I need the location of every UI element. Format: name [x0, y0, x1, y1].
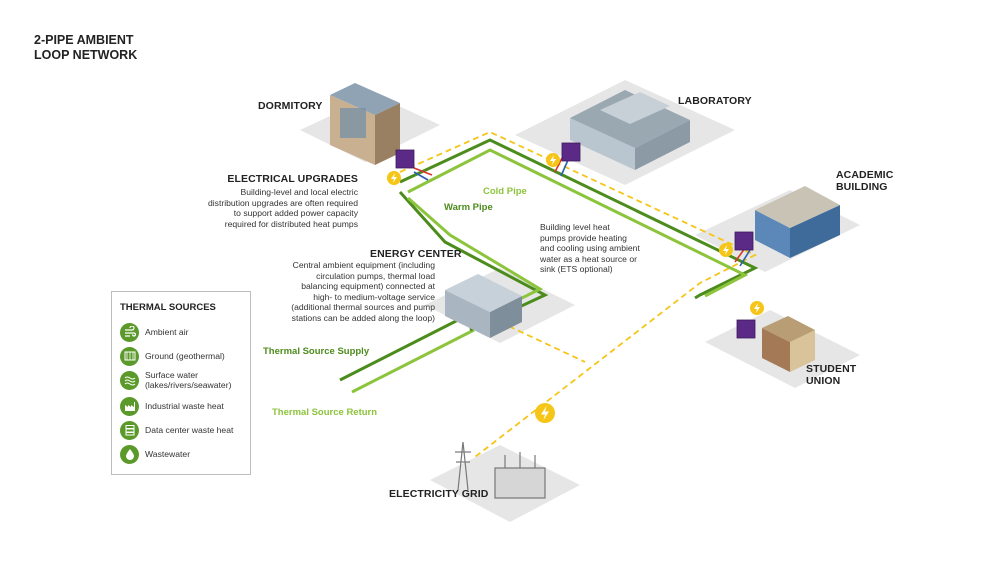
droplet-icon — [120, 444, 139, 464]
legend-label: Ambient air — [145, 327, 188, 337]
transmission-tower — [457, 441, 469, 491]
cold-pipe — [407, 148, 749, 298]
desc-line: required for distributed heat pumps — [224, 218, 358, 229]
desc-line: to support added power capacity — [233, 208, 358, 219]
electric-main-line — [399, 131, 758, 458]
dormitory-label: DORMITORY — [258, 100, 323, 112]
thermal-source-supply-label: Thermal Source Supply — [263, 346, 370, 357]
legend-label: Industrial waste heat — [145, 401, 224, 411]
legend-item: Industrial waste heat — [120, 396, 224, 416]
dorm-red-line — [413, 167, 433, 176]
title-line: 2-PIPE AMBIENT — [34, 33, 134, 47]
legend-label-line: Industrial waste heat — [145, 401, 224, 411]
desc-line: and cooling using ambient — [540, 243, 640, 254]
thermal-sources-legend: THERMAL SOURCES Ambient air Ground (geot… — [111, 291, 251, 475]
cold-pipe-label: Cold Pipe — [483, 186, 527, 197]
legend-label-line: Data center waste heat — [145, 425, 234, 435]
desc-line: Central ambient equipment (including — [292, 260, 435, 270]
legend-item: Wastewater — [120, 444, 190, 464]
electrical-lines — [399, 131, 758, 458]
dormitory-building — [330, 83, 400, 165]
lightning-icon — [750, 301, 764, 315]
desc-line: circulation pumps, thermal load — [316, 270, 435, 281]
label-line: STUDENT — [806, 363, 857, 375]
label-line: UNION — [806, 375, 841, 387]
academic-building-label: ACADEMIC BUILDING — [836, 169, 893, 193]
warm-pipe-label: Warm Pipe — [444, 202, 493, 213]
lightning-icon — [546, 153, 560, 167]
heat-pump-dormitory — [395, 149, 415, 169]
desc-line: high- to medium-voltage service — [313, 291, 435, 302]
thermal-supply-pipe — [339, 316, 463, 382]
legend-item: Surface water (lakes/rivers/seawater) — [120, 370, 231, 390]
dorm-blue-line — [413, 171, 429, 181]
lightning-icon — [535, 403, 555, 423]
legend-label-line: (lakes/rivers/seawater) — [145, 380, 232, 390]
ground-icon — [120, 346, 139, 366]
legend-item: Ground (geothermal) — [120, 346, 225, 366]
lab-red-line — [554, 157, 563, 173]
lab-blue-line — [560, 159, 569, 177]
legend-label-line: Ground (geothermal) — [145, 351, 225, 361]
label-line: ACADEMIC — [836, 169, 894, 181]
desc-line: stations can be added along the loop) — [291, 312, 435, 323]
wind-icon — [120, 322, 139, 342]
legend-label-line: Surface water — [145, 370, 199, 380]
electrical-upgrades-heading: ELECTRICAL UPGRADES — [227, 173, 358, 185]
label-line: BUILDING — [836, 181, 888, 193]
energy-center-label: ENERGY CENTER — [370, 248, 462, 260]
legend-label: Wastewater — [145, 449, 190, 459]
desc-line: pumps provide heating — [540, 232, 627, 243]
heat-pump-description: Building level heat pumps provide heatin… — [540, 222, 640, 275]
electrical-upgrades-text: Building-level and local electric distri… — [208, 187, 358, 229]
legend-label: Ground (geothermal) — [145, 351, 225, 361]
legend-label: Surface water (lakes/rivers/seawater) — [145, 370, 231, 390]
desc-line: distribution upgrades are often required — [207, 197, 358, 208]
desc-line: sink (ETS optional) — [540, 264, 613, 275]
electrical-upgrades-callout: ELECTRICAL UPGRADES Building-level and l… — [208, 173, 358, 229]
factory-icon — [120, 396, 139, 416]
electric-badges — [387, 153, 764, 423]
water-wave-icon — [120, 370, 139, 390]
substation — [494, 467, 546, 499]
electricity-grid-structure — [455, 441, 546, 499]
electric-ec-branch — [499, 321, 586, 363]
desc-line: Building-level and local electric — [240, 187, 358, 197]
desc-line: (additional thermal sources and pump — [291, 302, 435, 313]
server-icon — [120, 420, 139, 440]
electricity-grid-label: ELECTRICITY GRID — [389, 488, 489, 500]
energy-center-description: Central ambient equipment (including cir… — [291, 260, 435, 324]
student-union-label: STUDENT UNION — [806, 363, 856, 387]
desc-line: Building level heat — [540, 222, 610, 232]
heat-pump-student-union — [736, 319, 756, 339]
academic-building — [755, 186, 840, 258]
energy-center-building — [445, 274, 522, 338]
heat-pump-academic — [734, 231, 754, 251]
lightning-icon — [719, 243, 733, 257]
warm-pipe — [399, 138, 759, 300]
desc-line: water as a heat source or — [540, 253, 637, 264]
laboratory-building — [570, 90, 690, 170]
academic-blue-line — [739, 249, 751, 267]
legend-item: Data center waste heat — [120, 420, 233, 440]
lightning-icon — [387, 171, 401, 185]
heat-pump-laboratory — [561, 142, 581, 162]
student-union-building — [762, 316, 815, 372]
thermal-return-pipe — [351, 328, 475, 394]
page-title: 2-PIPE AMBIENT LOOP NETWORK — [34, 33, 137, 63]
legend-label: Data center waste heat — [145, 425, 233, 435]
legend-item: Ambient air — [120, 322, 188, 342]
title-line: LOOP NETWORK — [34, 48, 138, 62]
laboratory-label: LABORATORY — [678, 95, 752, 107]
heat-pumps — [395, 142, 756, 339]
thermal-source-return-label: Thermal Source Return — [272, 407, 378, 418]
desc-line: balancing equipment) connected at — [301, 281, 435, 292]
legend-label-line: Ambient air — [145, 327, 189, 337]
legend-label-line: Wastewater — [145, 449, 191, 459]
legend-title: THERMAL SOURCES — [120, 302, 216, 313]
